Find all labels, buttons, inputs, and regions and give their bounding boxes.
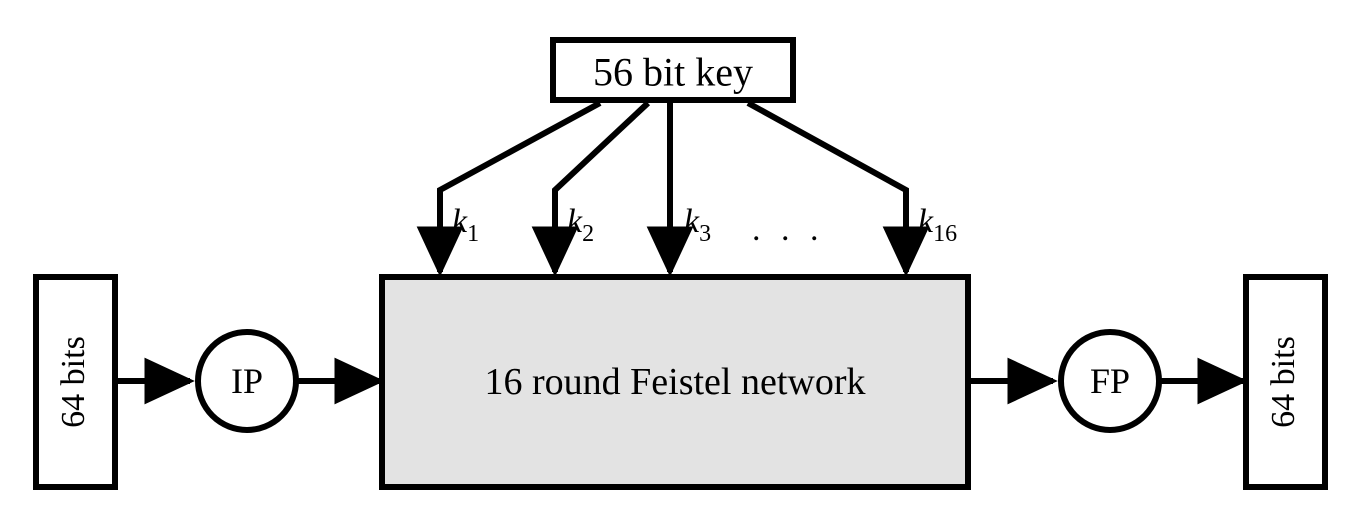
key-block-56-bit-key bbox=[550, 37, 796, 103]
round-key-subscript-k3: 3 bbox=[699, 221, 711, 247]
round-key-base-k2: k bbox=[567, 203, 583, 240]
round-key-label-k3: k3 bbox=[684, 203, 711, 247]
round-keys-ellipsis: . . . bbox=[752, 211, 825, 248]
final-permutation-label: FP bbox=[1090, 361, 1130, 401]
round-key-line-k2 bbox=[531, 100, 651, 277]
round-key-line-k1 bbox=[416, 100, 602, 277]
round-key-subscript-k16: 16 bbox=[933, 221, 957, 247]
feistel-network-label: 16 round Feistel network bbox=[484, 361, 865, 403]
round-key-base-k16: k bbox=[918, 203, 934, 240]
output-block-label: 64 bits bbox=[1265, 336, 1302, 428]
round-key-label-k1: k1 bbox=[452, 203, 479, 247]
round-key-line-k16 bbox=[746, 100, 930, 277]
initial-permutation-label: IP bbox=[231, 361, 263, 401]
input-block-64-bits bbox=[33, 274, 118, 490]
round-key-label-k16: k16 bbox=[918, 203, 957, 247]
round-key-subscript-k1: 1 bbox=[467, 221, 479, 247]
feistel-network-block bbox=[379, 274, 971, 490]
input-block-label: 64 bits bbox=[55, 336, 92, 428]
round-key-base-k1: k bbox=[452, 203, 468, 240]
round-key-label-k2: k2 bbox=[567, 203, 594, 247]
round-key-subscript-k2: 2 bbox=[582, 221, 594, 247]
round-key-base-k3: k bbox=[684, 203, 700, 240]
key-block-label: 56 bit key bbox=[593, 50, 753, 95]
output-block-64-bits bbox=[1243, 274, 1328, 490]
